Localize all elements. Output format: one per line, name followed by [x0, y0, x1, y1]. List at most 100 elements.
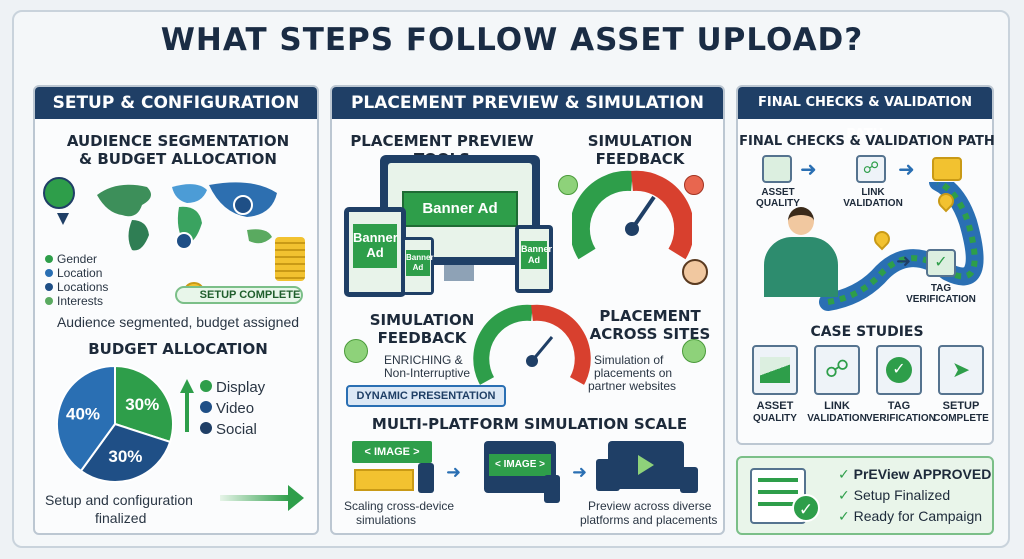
- case-study-card: ☍: [814, 345, 860, 395]
- arrow-shaft: [185, 392, 189, 432]
- image-tag: < IMAGE >: [489, 454, 551, 476]
- phone-illustration-small: [418, 463, 434, 493]
- asset-quality-icon: [762, 155, 792, 183]
- arrow-right-icon: ➜: [898, 159, 915, 181]
- link-validation-icon: ☍: [856, 155, 886, 183]
- person-head: [788, 207, 814, 235]
- case-studies-title: CASE STUDIES: [810, 324, 924, 340]
- approved-item: ✓ Ready for Campaign: [838, 508, 983, 524]
- play-icon: [638, 455, 654, 475]
- location-pin-icon: [233, 195, 253, 215]
- asset-quality-line2: QUALITY: [756, 198, 800, 209]
- case-study-card: ✓: [876, 345, 922, 395]
- angry-face-icon: [684, 175, 704, 195]
- case-label-l1: ASSET: [756, 400, 794, 412]
- tag-verification-line1: TAG: [930, 283, 952, 294]
- approved-list: ✓ PrEView APPROVED ✓ Setup Finalized ✓ R…: [838, 464, 991, 527]
- preview-text-line1: Preview across diverse: [588, 499, 712, 513]
- link-validation-line1: LINK: [861, 187, 885, 198]
- across-desc-line3: partner websites: [588, 379, 677, 393]
- legend-item: Interests: [45, 294, 108, 308]
- placeholder-card: [354, 469, 414, 491]
- audience-legend: Gender Location Locations Interests: [45, 252, 108, 308]
- pie-slice-video: [79, 422, 172, 483]
- happy-face-icon: [344, 339, 368, 363]
- approved-panel: ✓ ✓ PrEView APPROVED ✓ Setup Finalized ✓…: [736, 456, 994, 535]
- pie-label: 40%: [66, 405, 100, 424]
- arrow-right-icon: ➜: [896, 251, 912, 271]
- enriching-line1: ENRICHING &: [384, 353, 463, 367]
- checkmark-icon: ✓: [934, 254, 948, 271]
- tag-verification-line2: VERIFICATION: [906, 294, 976, 305]
- checkmark-circle-icon: ✓: [792, 494, 820, 522]
- rocket-icon: ➤: [951, 357, 971, 382]
- case-label-l2: VALIDATION: [807, 413, 867, 424]
- legend-item: Gender: [45, 252, 108, 266]
- scaling-text-line2: simulations: [356, 513, 417, 527]
- dynamic-presentation-badge: DYNAMIC PRESENTATION: [346, 385, 506, 407]
- pie-label: 30%: [125, 395, 159, 414]
- budget-legend-item: Display: [200, 377, 265, 398]
- audience-title-line2: & BUDGET ALLOCATION: [79, 150, 277, 168]
- monitor-stand: [444, 265, 474, 281]
- simulation-feedback2-line2: FEEDBACK: [377, 329, 467, 347]
- placement-panel-header: PLACEMENT PREVIEW & SIMULATION: [332, 87, 723, 119]
- tablet-illustration-small: [596, 459, 620, 491]
- case-label-l2: QUALITY: [753, 413, 797, 424]
- case-study-card: [752, 345, 798, 395]
- setup-complete-badge: SETUP COMPLETE: [175, 286, 303, 304]
- final-checks-panel: FINAL CHECKS & VALIDATION PATH FINAL CHE…: [736, 85, 995, 445]
- monitor-small-illustration: < IMAGE >: [484, 441, 556, 493]
- banner-ad: Banner Ad: [402, 191, 518, 227]
- case-label-l1: LINK: [824, 400, 850, 412]
- happy-face-icon: [682, 339, 706, 363]
- user-avatar-icon: [43, 177, 75, 209]
- placement-panel: PLACEMENT PREVIEW & SIMULATION PLACEMENT…: [330, 85, 725, 535]
- pie-label: 30%: [108, 447, 142, 466]
- feedback-gauge: [572, 170, 692, 260]
- coin-stack-icon: [275, 237, 305, 281]
- simulation-feedback2-line1: SIMULATION: [369, 311, 475, 329]
- happy-face-icon: [558, 175, 578, 195]
- page-title: WHAT STEPS FOLLOW ASSET UPLOAD?: [160, 22, 864, 58]
- case-study-card: ➤: [938, 345, 984, 395]
- image-icon: [760, 357, 790, 383]
- setup-panel-header: SETUP & CONFIGURATION: [35, 87, 317, 119]
- budget-title: BUDGET ALLOCATION: [88, 340, 268, 358]
- simulation-feedback-title-line2: FEEDBACK: [595, 150, 685, 168]
- arrow-up-icon: [180, 379, 194, 393]
- across-desc-line1: Simulation of: [594, 353, 664, 367]
- arrow-right-icon: ➜: [800, 159, 817, 181]
- approved-item: ✓ Setup Finalized: [838, 487, 951, 503]
- asset-quality-line1: ASSET: [761, 187, 795, 198]
- arrow-right-icon: ➜: [446, 462, 462, 482]
- case-label-l2: COMPLETE: [933, 413, 989, 424]
- phone-illustration-small: [544, 475, 560, 503]
- approved-item: ✓ PrEView APPROVED: [838, 466, 992, 482]
- segmented-text: Audience segmented, budget assigned: [56, 314, 300, 330]
- across-desc-line2: placements on: [594, 366, 673, 380]
- pie-slice-display: [114, 364, 174, 444]
- enriching-line2: Non-Interruptive: [384, 366, 471, 380]
- budget-legend-item: Social: [200, 419, 265, 440]
- validation-path-title: FINAL CHECKS & VALIDATION PATH: [739, 134, 995, 149]
- case-label-l1: TAG: [887, 400, 911, 412]
- budget-legend-item: Video: [200, 398, 265, 419]
- audience-title-line1: AUDIENCE SEGMENTATION: [66, 132, 290, 150]
- case-label-l2: VERIFICATION: [866, 413, 936, 424]
- setup-panel: SETUP & CONFIGURATION AUDIENCE SEGMENTAT…: [33, 85, 319, 535]
- finalized-text-line1: Setup and configuration: [45, 492, 193, 508]
- budget-legend: Display Video Social: [200, 377, 265, 440]
- phone-illustration-small: [680, 467, 698, 493]
- across-sites-line2: ACROSS SITES: [589, 325, 711, 343]
- image-tag: < IMAGE >: [352, 441, 432, 463]
- scale-title: MULTI-PLATFORM SIMULATION SCALE: [371, 415, 688, 433]
- legend-item: Locations: [45, 280, 108, 294]
- arrow-right-icon: [220, 495, 290, 501]
- arrow-right-head: [288, 485, 304, 511]
